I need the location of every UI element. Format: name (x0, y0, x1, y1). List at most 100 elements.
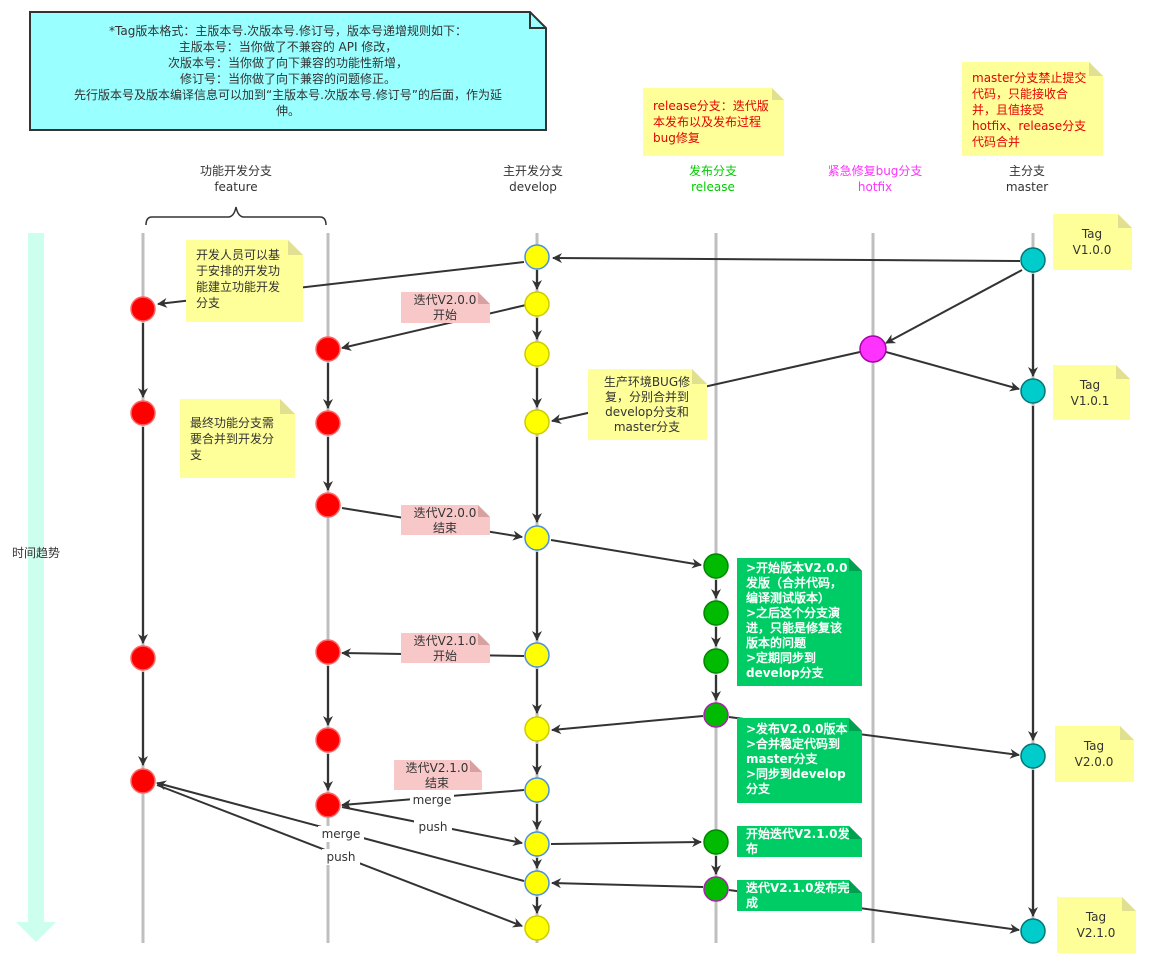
feature-nodes (130, 296, 341, 818)
feature-commit-node (315, 792, 341, 818)
note-line: 迭代V2.1.0发布完 (746, 880, 849, 895)
edge-label-merge: merge (413, 793, 452, 807)
note-line: 开发人员可以基 (196, 247, 280, 262)
note-iter210-start: 迭代V2.1.0 开始 (401, 633, 490, 663)
note-line: 成 (746, 895, 758, 910)
lane-title-feature: 功能开发分支 (200, 163, 272, 178)
tag-version: V2.1.0 (1077, 926, 1116, 940)
lane-subtitle-master: master (1006, 180, 1048, 194)
edge-iter200-start (341, 304, 527, 351)
note-line: 结束 (425, 776, 449, 790)
note-line: 于安排的开发功 (196, 263, 280, 278)
note-line: >同步到develop (746, 766, 846, 781)
time-trend-arrow (16, 233, 56, 942)
note-line: 进，只能是修复该 (746, 620, 842, 635)
note-line: >发布V2.0.0版本 (746, 721, 848, 736)
feature-brace (145, 206, 327, 226)
develop-commit-node (524, 341, 550, 367)
master-commit-node (1020, 247, 1046, 273)
feature-commit-node (315, 727, 341, 753)
tag-note-v200: Tag V2.0.0 (1055, 726, 1134, 782)
note-line: 分支 (746, 781, 771, 796)
note-line: 开始迭代V2.1.0发 (746, 826, 850, 841)
note-line: 结束 (433, 521, 457, 535)
note-line: 版本的问题 (746, 635, 807, 650)
note-line: master分支 (746, 751, 819, 766)
release-commit-node (703, 553, 729, 579)
develop-commit-node (524, 525, 550, 551)
note-line: 复，分别合并到 (605, 389, 689, 404)
release-description-line: bug修复 (653, 130, 700, 145)
note-line: 分支 (196, 296, 220, 310)
lane-subtitle-develop: develop (509, 180, 557, 194)
feature-commit-node (315, 410, 341, 436)
tag-note-v210: Tag V2.1.0 (1057, 897, 1136, 953)
master-commit-node (1020, 378, 1046, 404)
note-line: develop分支 (746, 665, 825, 680)
note-iter210-end: 迭代V2.1.0 结束 (394, 760, 482, 790)
release-description-note: release分支：迭代版 本发布以及发布过程 bug修复 (643, 88, 784, 156)
develop-commit-node (524, 831, 550, 857)
note-line: >之后这个分支演 (746, 605, 840, 620)
note-line: 能建立功能开发 (196, 279, 280, 294)
note-line: >开始版本V2.0.0 (746, 560, 848, 575)
lane-title-hotfix: 紧急修复bug分支 (828, 163, 923, 178)
edge-release-to-develop (551, 715, 704, 735)
edges (138, 253, 1038, 934)
version-format-line: 主版本号：当你做了不兼容的 API 修改， (179, 39, 398, 54)
feature-commit-node (130, 768, 156, 794)
feature-commit-node (130, 645, 156, 671)
release-description-line: release分支：迭代版 (653, 99, 769, 113)
master-description-line: 并，且值接受 (972, 102, 1044, 117)
tag-note-v100: Tag V1.0.0 (1053, 214, 1132, 270)
edge-develop-to-release-210 (550, 837, 702, 848)
release-description-line: 本发布以及发布过程 (653, 114, 761, 129)
lane-subtitle-hotfix: hotfix (858, 180, 892, 194)
lane-title-master: 主分支 (1009, 164, 1045, 178)
master-description-line: hotfix、release分支 (972, 119, 1086, 133)
release-nodes (703, 553, 729, 902)
feature-commit-node (130, 296, 156, 322)
note-feature-merge: 最终功能分支需 要合并到开发分 支 (180, 399, 295, 478)
develop-commit-node (524, 777, 550, 803)
feature-commit-node (315, 639, 341, 665)
master-commit-node (1020, 743, 1046, 769)
note-release-start-210: 开始迭代V2.1.0发 布 (737, 826, 862, 857)
time-trend-label: 时间趋势 (12, 546, 60, 560)
edge-label-push: push (326, 850, 355, 864)
note-line: develop分支和 (605, 405, 689, 419)
version-format-line: 修订号：当你做了向下兼容的问题修正。 (180, 71, 396, 86)
note-line: 迭代V2.1.0 (414, 634, 477, 648)
note-line: 迭代V2.0.0 (414, 506, 477, 520)
master-description-line: 代码合并 (972, 134, 1020, 149)
release-commit-node (703, 648, 729, 674)
version-format-note: *Tag版本格式：主版本号.次版本号.修订号，版本号递增规则如下： 主版本号：当… (29, 11, 547, 131)
note-release-start-200: >开始版本V2.0.0 发版（合并代码， 编译测试版本） >之后这个分支演 进，… (737, 558, 862, 686)
note-line: 生产环境BUG修 (604, 374, 690, 389)
develop-commit-node (524, 716, 550, 742)
edge-hotfix-to-master (885, 351, 1020, 392)
hotfix-commit-node (859, 335, 887, 363)
tag-label: Tag (1079, 378, 1100, 392)
release-commit-node (703, 702, 729, 728)
develop-nodes (524, 244, 550, 941)
note-feature-create: 开发人员可以基 于安排的开发功 能建立功能开发 分支 (186, 240, 303, 322)
note-line: >定期同步到 (746, 650, 816, 665)
release-commit-node (703, 829, 729, 855)
develop-commit-node (524, 244, 550, 270)
lane-subtitle-release: release (691, 180, 735, 194)
feature-commit-node (315, 336, 341, 362)
note-line: master分支 (614, 420, 680, 434)
note-release-done-210: 迭代V2.1.0发布完 成 (737, 880, 862, 911)
tag-label: Tag (1081, 227, 1102, 241)
tag-version: V1.0.1 (1071, 394, 1110, 408)
note-line: 迭代V2.0.0 (414, 293, 477, 307)
tag-version: V2.0.0 (1075, 755, 1114, 769)
note-line: 开始 (433, 649, 457, 663)
note-hotfix-merge: 生产环境BUG修 复，分别合并到 develop分支和 master分支 (588, 369, 707, 440)
version-format-line: 伸。 (276, 104, 300, 118)
lane-subtitle-feature: feature (214, 180, 257, 194)
version-format-line: *Tag版本格式：主版本号.次版本号.修订号，版本号递增规则如下： (109, 23, 467, 38)
release-commit-node (703, 876, 729, 902)
